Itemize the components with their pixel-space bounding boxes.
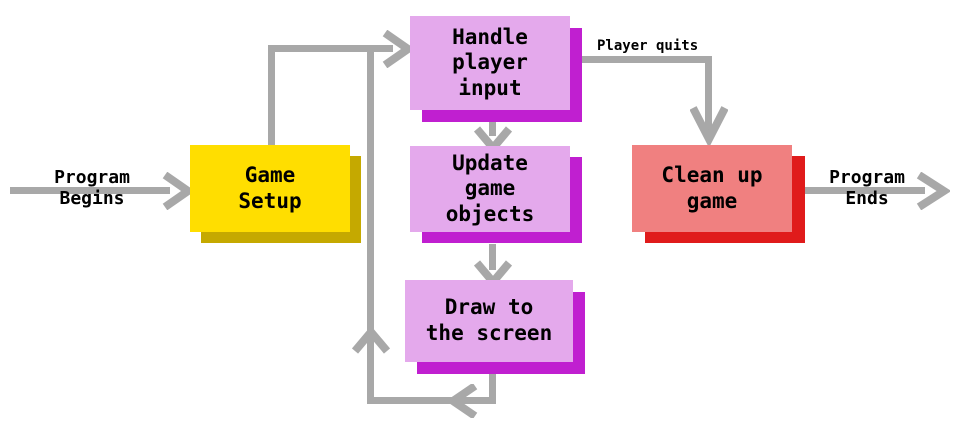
edge-update-to-draw-line (489, 244, 496, 270)
edge-clean-up-to-end-arrowhead (916, 172, 950, 210)
node-clean-up-game[interactable]: Clean up game (632, 145, 792, 232)
terminal-label-program-ends: Program Ends (829, 167, 905, 209)
edge-draw-loopback-bottom-line (367, 397, 496, 404)
node-handle-player-input[interactable]: Handle player input (410, 16, 570, 110)
edge-player-quits-arrowhead (690, 105, 728, 145)
node-draw-to-the-screen[interactable]: Draw to the screen (405, 280, 573, 362)
node-game-setup[interactable]: Game Setup (190, 145, 350, 232)
edge-handle-input-to-update-line (489, 110, 496, 136)
node-update-game-objects[interactable]: Update game objects (410, 146, 570, 232)
edge-game-setup-to-handle-input-arrowhead (382, 30, 414, 68)
edge-clean-up-to-end-line (805, 187, 925, 194)
edge-start-to-game-setup-line (10, 187, 170, 194)
edge-start-to-game-setup-arrowhead (162, 172, 194, 210)
edge-game-setup-to-handle-input-vertical (268, 45, 275, 149)
edge-draw-loopback-down-line (489, 374, 496, 401)
edge-draw-loopback-up-arrowhead (352, 326, 390, 354)
edge-player-quits-vertical (705, 56, 712, 140)
terminal-label-program-begins: Program Begins (54, 167, 130, 209)
edge-game-setup-to-handle-input-horizontal (268, 45, 393, 52)
edge-draw-loopback-left-arrowhead (447, 384, 479, 418)
edge-label-player-quits: Player quits (597, 38, 699, 54)
edge-draw-loopback-up-line (367, 45, 374, 400)
edge-player-quits-horizontal (580, 56, 712, 63)
